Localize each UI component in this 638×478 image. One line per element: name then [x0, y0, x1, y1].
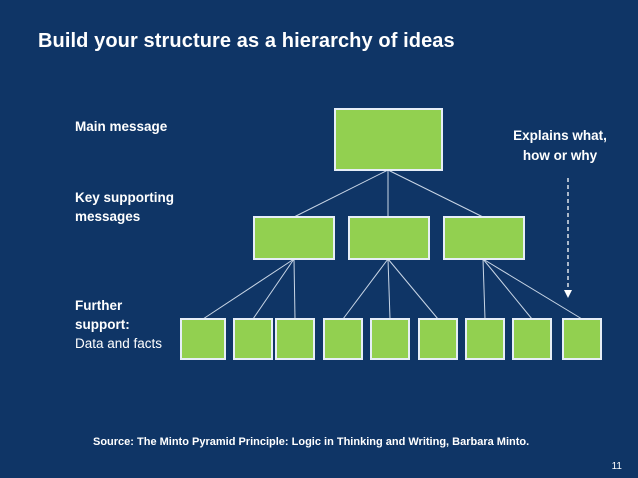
connector-line [482, 258, 583, 320]
level-label-key-supporting: Key supporting messages [75, 188, 174, 226]
level-label-further-support: Further support: Data and facts [75, 296, 162, 353]
level-label-main-message: Main message [75, 117, 167, 136]
further-support-label-line3: Data and facts [75, 336, 163, 351]
main-message-box [334, 108, 443, 171]
connector-line [482, 258, 533, 320]
key-message-box [443, 216, 525, 260]
connector-line [252, 258, 295, 320]
explains-annotation-line1: Explains what, [513, 128, 607, 143]
support-box [275, 318, 315, 360]
support-box [562, 318, 602, 360]
connectors-key-to-support [202, 258, 583, 320]
support-box [323, 318, 363, 360]
key-message-box [348, 216, 430, 260]
explains-annotation: Explains what, how or why [500, 126, 620, 166]
connector-line [293, 169, 389, 218]
connector-line [293, 258, 296, 320]
support-box [418, 318, 458, 360]
source-citation: Source: The Minto Pyramid Principle: Log… [93, 436, 530, 448]
connectors-top-to-key [293, 169, 484, 218]
key-supporting-label-line2: messages [75, 209, 141, 224]
connector-line [387, 258, 439, 320]
support-box [233, 318, 273, 360]
support-box [180, 318, 226, 360]
further-support-label-line1: Further [75, 298, 123, 313]
support-box [512, 318, 552, 360]
support-box [465, 318, 505, 360]
main-message-label: Main message [75, 119, 168, 134]
connector-line [387, 258, 391, 320]
explains-annotation-line2: how or why [522, 148, 598, 163]
key-message-box [253, 216, 335, 260]
slide-title: Build your structure as a hierarchy of i… [38, 30, 455, 52]
key-supporting-label-line1: Key supporting [75, 190, 175, 205]
support-box [370, 318, 410, 360]
connector-line [342, 258, 389, 320]
page-number: 11 [611, 461, 622, 472]
connector-line [482, 258, 486, 320]
connector-line [202, 258, 295, 320]
further-support-label-line2: support: [75, 317, 130, 332]
connector-line [387, 169, 484, 218]
